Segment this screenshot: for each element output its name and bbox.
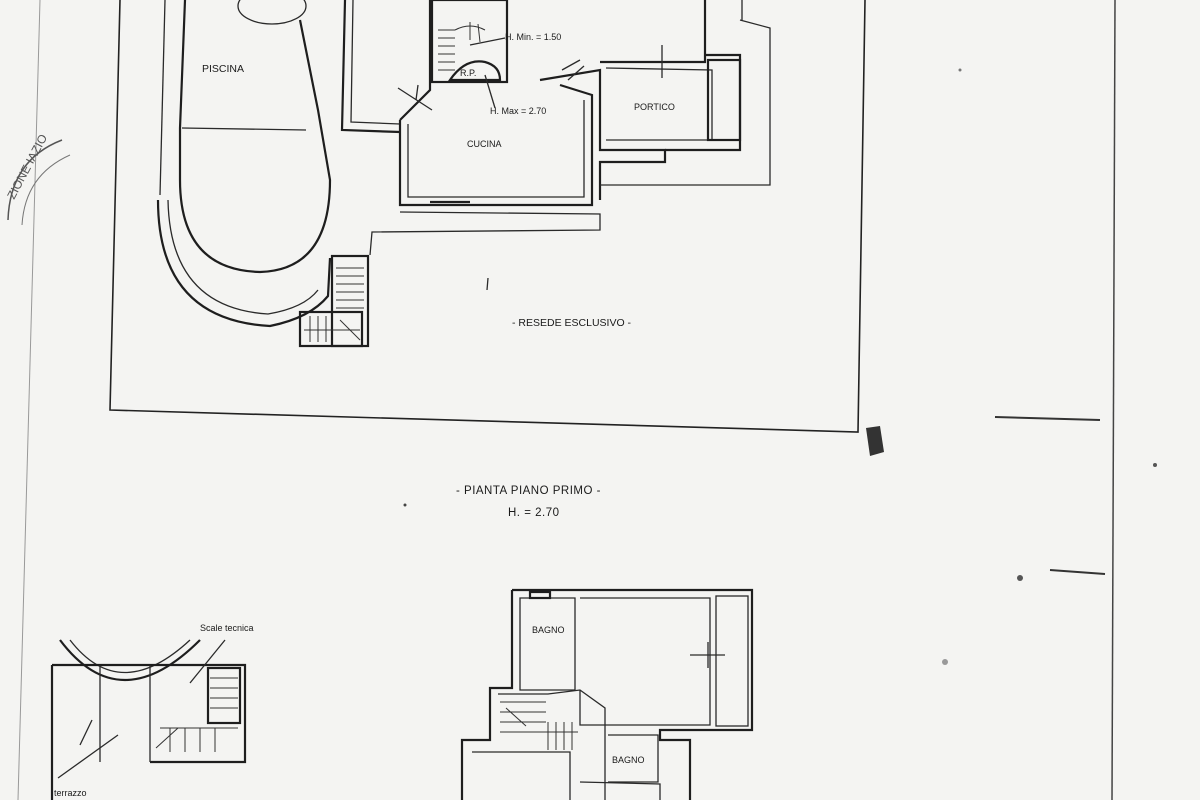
porch-block (539, 0, 771, 200)
pool-outline (156, 0, 332, 328)
tech-stair-label: Scale tecnica (200, 623, 254, 633)
first-floor-left (50, 639, 247, 800)
lot-boundary (109, 0, 866, 433)
terrace-label: terrazzo (54, 788, 87, 798)
kitchen-label: CUCINA (467, 139, 502, 149)
ground-floor-plan: PISCINA CUCINA PORTICO R.P. H. Min. = 1.… (4, 0, 866, 433)
scan-artifacts (866, 68, 1157, 665)
stamp-text: ZIONE IAZIO (4, 132, 50, 202)
first-floor-main (460, 588, 754, 800)
storage-label: R.P. (460, 68, 476, 78)
official-stamp: ZIONE IAZIO (4, 132, 71, 226)
bath1-label: BAGNO (532, 625, 565, 635)
kitchen-block (397, 0, 594, 207)
garden-label: - RESEDE ESCLUSIVO - (512, 317, 632, 329)
first-floor-title: - PIANTA PIANO PRIMO - (456, 485, 601, 497)
ground-stair (430, 0, 509, 84)
page-edge-left (17, 0, 41, 800)
h-max-note: H. Max = 2.70 (490, 106, 546, 116)
bath2-label: BAGNO (612, 755, 645, 765)
porch-label: PORTICO (634, 102, 675, 112)
external-stair (298, 254, 370, 348)
first-floor-height: H. = 2.70 (508, 507, 560, 519)
first-floor-plan: BAGNO BAGNO Scale tecnica terrazzo (50, 588, 754, 800)
h-min-note: H. Min. = 1.50 (505, 32, 561, 42)
page-edge-right (1111, 0, 1116, 800)
pool-label: PISCINA (202, 63, 244, 75)
